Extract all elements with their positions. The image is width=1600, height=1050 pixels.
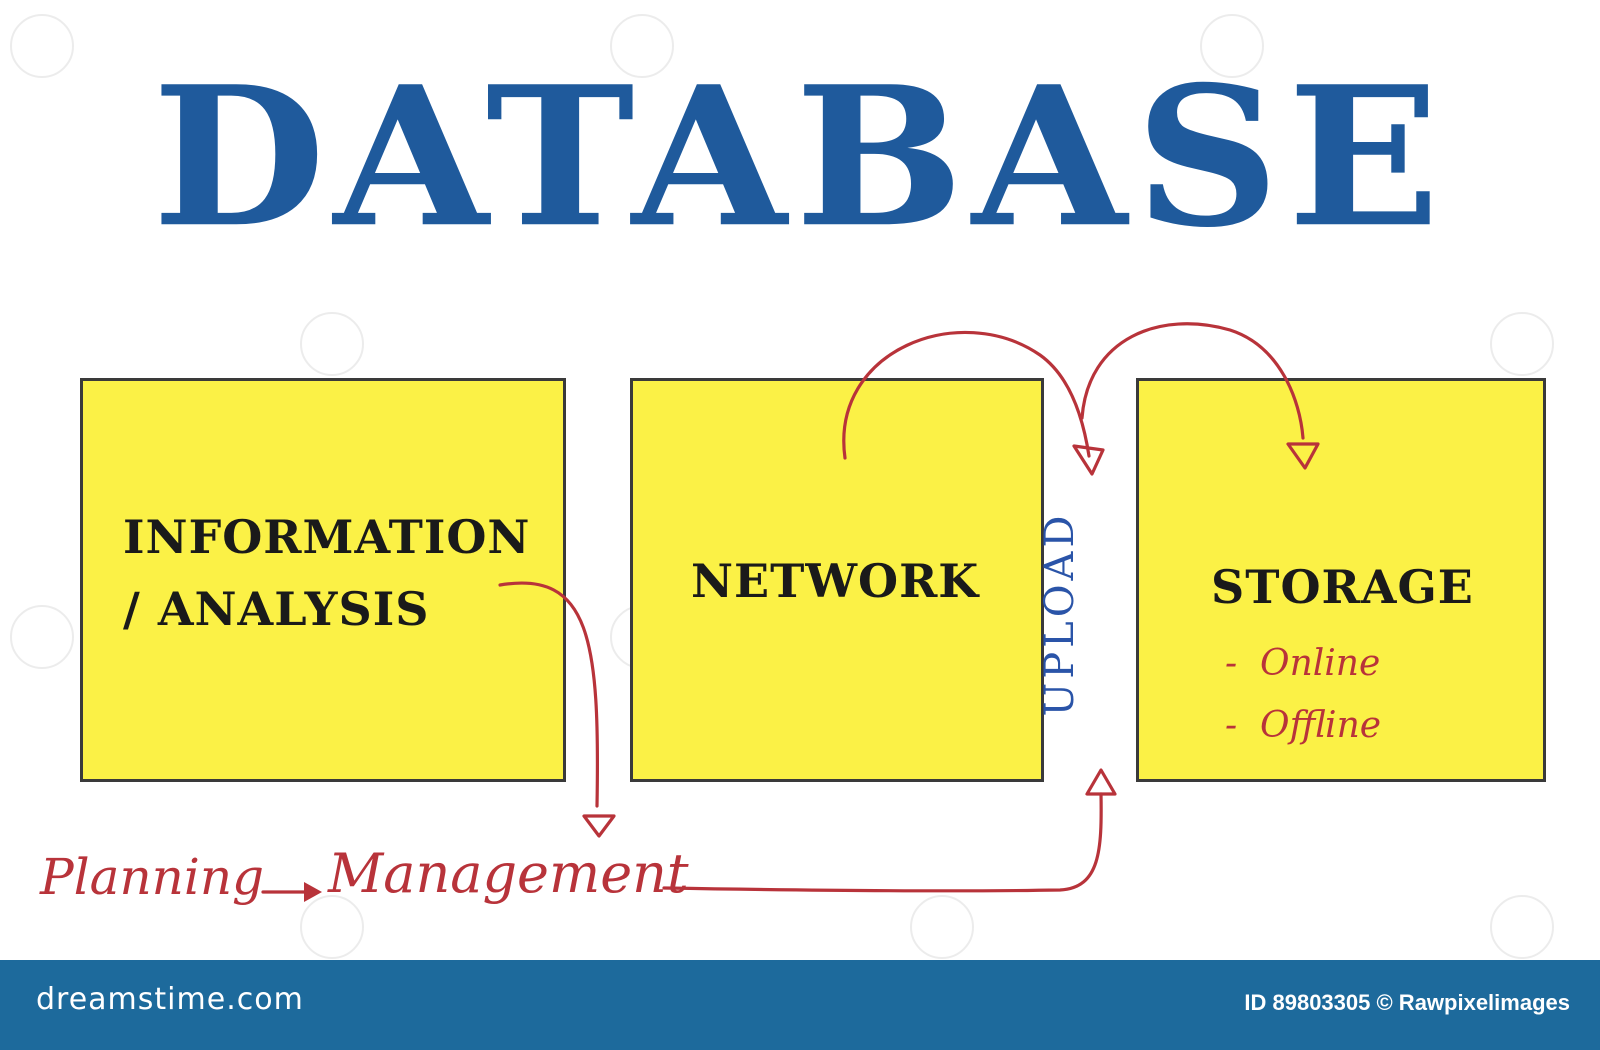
footer-bar: dreamstime.com ID 89803305 © Rawpixelima… — [0, 960, 1600, 1050]
watermark-logo — [910, 895, 974, 959]
arrowhead-down-center — [1072, 444, 1105, 476]
watermark-logo — [10, 605, 74, 669]
arrow-analysis-to-management — [498, 581, 600, 808]
note-information-analysis: INFORMATION / ANALYSIS — [80, 378, 566, 782]
arrow-management-to-upload — [662, 792, 1103, 893]
flow-label-planning: Planning — [40, 848, 265, 906]
arrow-upload-to-storage — [1080, 322, 1305, 440]
diagram-title: DATABASE — [152, 44, 1448, 271]
arrowhead-down-left — [582, 814, 616, 838]
arrowhead-up — [1085, 768, 1117, 796]
note-network: NETWORK — [630, 378, 1044, 782]
arrowhead-planning — [304, 882, 322, 902]
arrowhead-down-right — [1286, 442, 1320, 470]
watermark-logo — [610, 14, 674, 78]
watermark-logo — [300, 312, 364, 376]
storage-item-online: - Online — [1225, 643, 1381, 684]
watermark-logo — [1490, 895, 1554, 959]
footer-brand: dreamstime.com — [36, 982, 304, 1017]
watermark-logo — [1490, 312, 1554, 376]
flow-label-management: Management — [328, 842, 689, 905]
footer-image-id: ID 89803305 © Rawpixelimages — [1244, 990, 1570, 1015]
watermark-logo — [1200, 14, 1264, 78]
watermark-logo — [10, 14, 74, 78]
flow-arrows — [261, 322, 1320, 902]
note-label-network: NETWORK — [691, 554, 980, 608]
storage-item-offline: - Offline — [1225, 705, 1382, 746]
watermark-logo — [300, 895, 364, 959]
note-label-storage: STORAGE — [1211, 560, 1474, 614]
note-storage: STORAGE - Online - Offline — [1136, 378, 1546, 782]
arrow-network-to-upload — [842, 330, 1091, 460]
note-label-information-analysis: INFORMATION / ANALYSIS — [123, 510, 531, 636]
